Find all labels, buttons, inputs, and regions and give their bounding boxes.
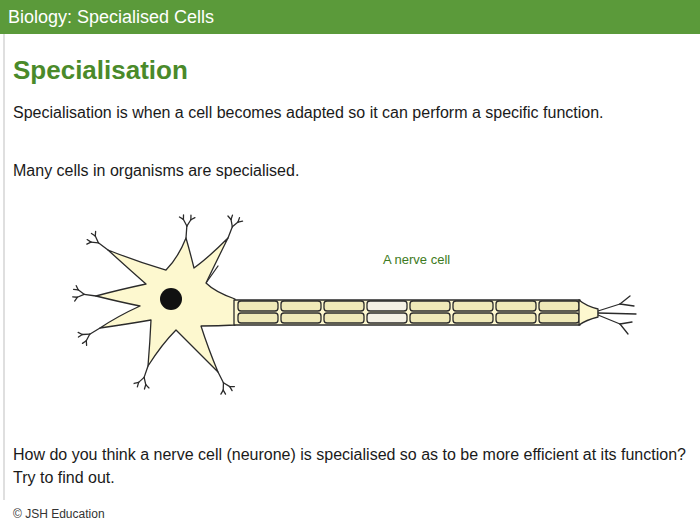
myelin-segment: [453, 313, 493, 323]
myelin-segment: [367, 313, 407, 323]
dendrite: [238, 220, 243, 222]
dendrite-branches: [73, 215, 243, 394]
dendrite: [191, 218, 195, 220]
dendrite: [144, 385, 145, 389]
axon-terminal: [620, 322, 632, 324]
myelin-segment: [367, 301, 407, 311]
dendrite: [86, 334, 89, 341]
body-paragraph: Many cells in organisms are specialised.: [13, 161, 633, 181]
dendrite: [82, 341, 86, 344]
nucleus: [160, 288, 182, 310]
dendrite: [223, 383, 229, 387]
axon-terminal: [598, 304, 620, 311]
dendrite: [232, 222, 238, 227]
dendrite: [95, 231, 97, 236]
myelin-segment: [238, 301, 278, 311]
dendrite: [139, 377, 144, 382]
body-paragraph: Specialisation is when a cell becomes ad…: [13, 101, 633, 124]
header-bar: [0, 0, 700, 34]
dendrite: [78, 332, 82, 334]
dendrite: [183, 219, 186, 226]
myelin-segment: [539, 313, 579, 323]
question-paragraph: How do you think a nerve cell (neurone) …: [13, 443, 693, 489]
dendrite: [95, 236, 98, 243]
axon-terminal: [598, 313, 636, 314]
dendrite: [73, 296, 78, 298]
axon-terminal: [598, 315, 620, 324]
myelin-segment: [496, 313, 536, 323]
myelin-segment: [539, 301, 579, 311]
nerve-cell-drawing: [73, 215, 636, 394]
myelin-segment: [281, 301, 321, 311]
figure-label: A nerve cell: [383, 252, 503, 268]
axon-terminal: [620, 324, 628, 334]
axon-terminals: [598, 296, 636, 334]
dendrite: [185, 226, 187, 238]
dendrite: [221, 390, 223, 394]
myelin-segment: [324, 313, 364, 323]
myelin-sheath: [238, 301, 579, 323]
header-text: Biology: Specialised Cells: [8, 6, 508, 29]
dendrite: [223, 383, 225, 390]
dendrite: [183, 215, 184, 220]
myelin-segment: [410, 301, 450, 311]
dendrite: [144, 377, 146, 384]
cell-body: [96, 238, 235, 372]
axon: [234, 300, 580, 325]
copyright-note: © JSH Education: [13, 507, 313, 522]
axon-terminal: [620, 304, 634, 306]
dendrite: [144, 366, 148, 377]
dendrite: [230, 387, 232, 391]
axon-end: [579, 300, 598, 325]
axon-terminal: [620, 296, 630, 304]
dendrite: [98, 243, 108, 250]
side-rule: [3, 34, 5, 500]
myelin-segment: [496, 301, 536, 311]
dendrite: [77, 294, 84, 297]
dendrite: [231, 219, 232, 226]
dendrite: [78, 290, 84, 294]
myelin-segment: [238, 313, 278, 323]
myelin-segment: [324, 301, 364, 311]
myelin-segment: [410, 313, 450, 323]
dendrite: [231, 215, 232, 219]
dendrite: [134, 382, 138, 383]
dendrite: [228, 227, 232, 238]
myelin-segment: [453, 301, 493, 311]
slide-title: Specialisation: [13, 54, 413, 87]
dendrite: [87, 240, 91, 243]
dendrite: [82, 334, 89, 336]
dendrite: [90, 328, 100, 334]
myelin-segment: [281, 313, 321, 323]
dendrite: [218, 372, 223, 383]
dendrite: [76, 286, 78, 290]
dendrite: [187, 220, 191, 226]
dendrite: [84, 294, 96, 296]
